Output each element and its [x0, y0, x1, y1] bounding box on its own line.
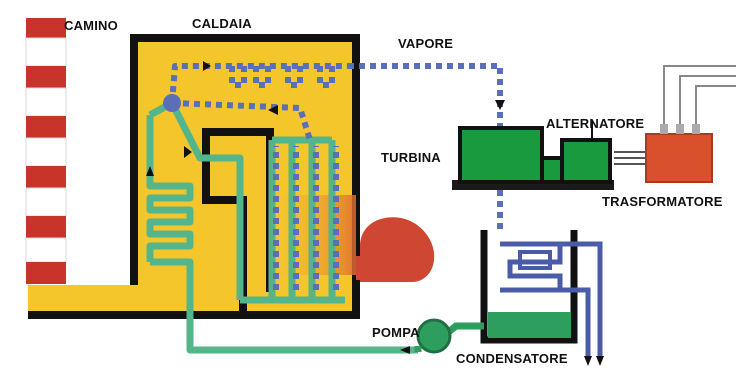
- label-turbina: TURBINA: [381, 150, 441, 165]
- power-cables: [614, 151, 646, 165]
- label-camino: CAMINO: [64, 18, 118, 33]
- turbine-base: [452, 180, 614, 190]
- transformer: [645, 65, 736, 183]
- condenser-water: [488, 312, 571, 338]
- turbine-alternator: [452, 120, 614, 190]
- cooling-arrows: [584, 356, 604, 366]
- label-pompa: POMPA: [372, 325, 420, 340]
- steam-drum: [163, 94, 181, 112]
- flow-arrows: [146, 61, 505, 354]
- burner: [356, 217, 435, 282]
- alternator: [560, 138, 612, 184]
- chimney: [25, 18, 67, 284]
- steam-circuit: [169, 63, 503, 290]
- label-caldaia: CALDAIA: [192, 16, 252, 31]
- label-condensatore: CONDENSATORE: [456, 351, 568, 366]
- label-trasformatore: TRASFORMATORE: [602, 194, 723, 209]
- label-vapore: VAPORE: [398, 36, 454, 51]
- label-alternatore: ALTERNATORE: [546, 116, 645, 131]
- turbine: [458, 126, 544, 184]
- pump: [414, 318, 452, 354]
- feedwater-circuit: [146, 99, 418, 354]
- cooling-water-lines: [560, 241, 603, 360]
- condensate-line: [443, 322, 484, 337]
- turbine-shaft: [540, 156, 564, 184]
- condenser: [480, 230, 578, 344]
